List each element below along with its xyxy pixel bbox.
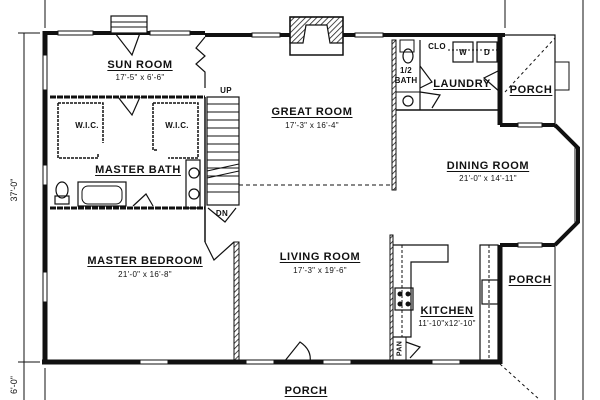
room-laundry-label: LAUNDRY xyxy=(433,78,491,90)
room-kitchen-dims: 11'-10"x12'-10" xyxy=(418,319,476,328)
wic-left-label: W.I.C. xyxy=(75,121,99,130)
stairs-up-label: UP xyxy=(220,86,232,95)
wic-right-label: W.I.C. xyxy=(165,121,189,130)
room-sun-room-dims: 17'-5" x 6'-6" xyxy=(115,73,165,82)
room-great-room-label: GREAT ROOM xyxy=(271,106,353,118)
room-porch-side-label: PORCH xyxy=(508,274,552,286)
depth-dimension-label: 37'-0" xyxy=(9,178,19,202)
porch-depth-dimension-label: 6'-0" xyxy=(9,376,19,394)
room-master-bath-label: MASTER BATH xyxy=(95,164,181,176)
half-bath-label: BATH xyxy=(394,76,418,85)
closet-label: CLO xyxy=(428,42,446,51)
half-bath-half-label: 1/2 xyxy=(399,66,413,75)
stairs-down-label: DN xyxy=(215,209,229,218)
room-master-bedroom-dims: 21'-0" x 16'-8" xyxy=(118,270,172,279)
room-sun-room-label: SUN ROOM xyxy=(107,59,173,71)
room-master-bedroom-label: MASTER BEDROOM xyxy=(87,255,203,267)
pantry-label: PAN xyxy=(396,340,404,357)
room-living-room-dims: 17'-3" x 19'-6" xyxy=(293,266,347,275)
room-kitchen-label: KITCHEN xyxy=(420,305,474,317)
room-dining-room-dims: 21'-0" x 14'-11" xyxy=(459,174,517,183)
room-great-room-dims: 17'-3" x 16'-4" xyxy=(285,121,339,130)
room-dining-room-label: DINING ROOM xyxy=(446,160,530,172)
room-living-room-label: LIVING ROOM xyxy=(279,251,361,263)
room-porch-front-label: PORCH xyxy=(284,385,328,397)
dryer-label: D xyxy=(483,48,491,57)
washer-label: W xyxy=(459,48,467,57)
room-porch-upper-label: PORCH xyxy=(509,84,553,96)
